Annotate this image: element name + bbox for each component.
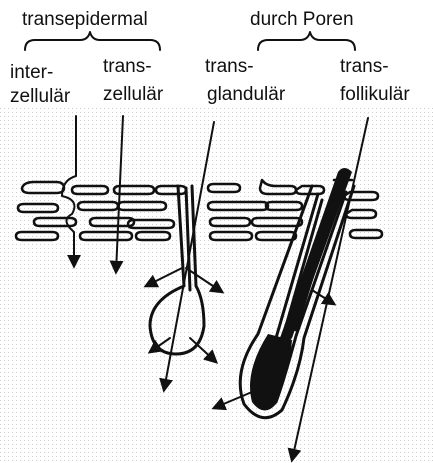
label-transepidermal: transepidermal xyxy=(22,9,148,30)
label-interzellular-line2: zellulär xyxy=(10,86,71,107)
label-transglandular-line1: trans- xyxy=(205,56,254,77)
label-durch-poren: durch Poren xyxy=(250,9,354,30)
bracket-durch-poren xyxy=(258,32,355,50)
label-transzellular-line1: trans- xyxy=(103,56,152,77)
label-transfollikular-line2: follikulär xyxy=(340,84,410,105)
label-transfollikular-line1: trans- xyxy=(340,56,389,77)
tissue-background xyxy=(0,108,433,463)
label-transglandular-line2: glandulär xyxy=(207,84,286,105)
bracket-transepidermal xyxy=(25,32,160,50)
label-interzellular-line1: inter- xyxy=(10,62,53,83)
label-transzellular-line2: zellulär xyxy=(103,84,164,105)
